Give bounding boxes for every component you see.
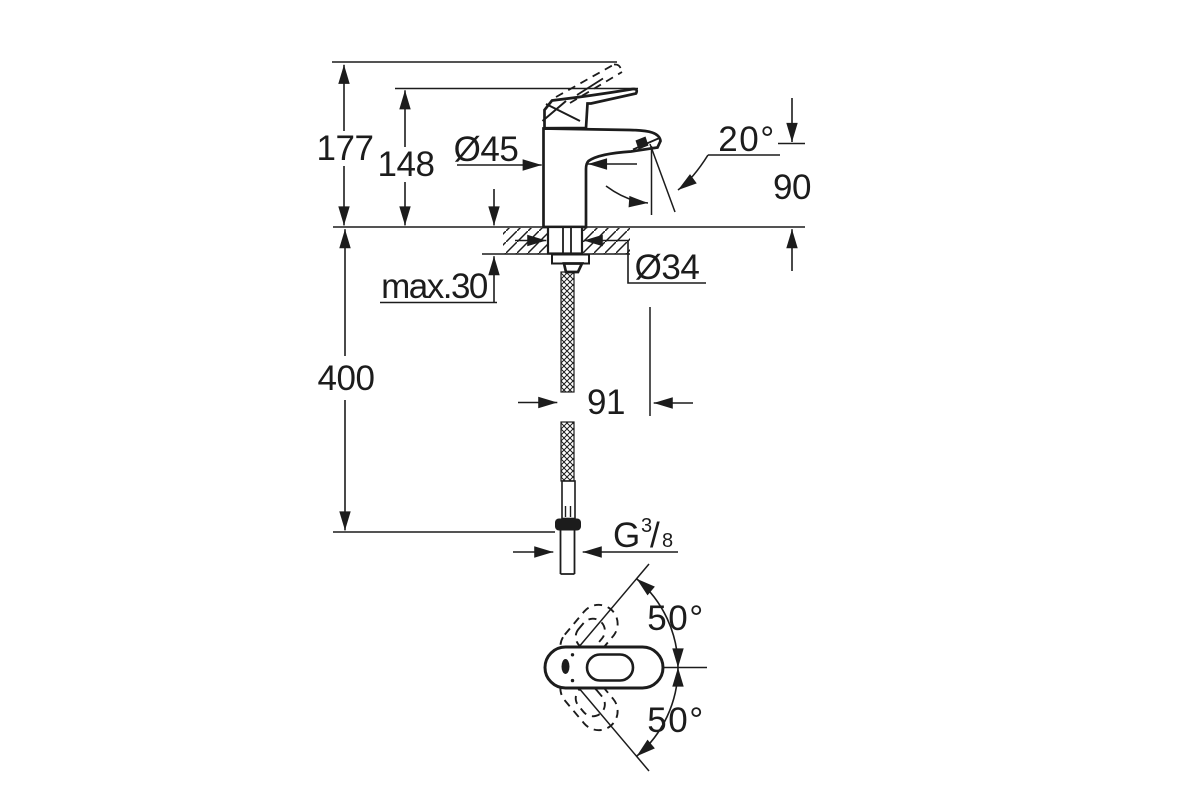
dim-spout-height: 90 (773, 98, 811, 271)
supply-hose (555, 271, 581, 575)
angle-arc-right (677, 154, 709, 191)
thread-label-prefix: G (613, 516, 640, 555)
centerline-dot-top (570, 653, 575, 657)
thread-label-numerator: 3 (641, 515, 652, 537)
dim-spout-reach: 91 (518, 307, 693, 422)
dim-label-max30: max.30 (381, 267, 488, 306)
handle-detail-lines (541, 100, 581, 122)
hose-sleeve-ticks (564, 506, 572, 517)
angle-arc-left (605, 185, 649, 208)
dim-label-20deg: 20° (718, 120, 775, 159)
hose-braid-lower (560, 421, 575, 482)
dim-label-50deg-upper: 50° (647, 599, 704, 638)
dim-label-d34: Ø34 (635, 248, 700, 287)
hose-nut (555, 518, 581, 531)
faucet-body-outline (542, 127, 662, 229)
hose-sleeve (561, 480, 576, 520)
handle-raised-ghost (555, 63, 623, 104)
dim-body-diameter: Ø45 (454, 130, 637, 171)
ghost-solid-segment (576, 77, 604, 96)
dim-thread-size: G 3 / 8 (513, 515, 678, 558)
shank-thread-lines (562, 228, 572, 253)
angle-ref-slant (649, 143, 676, 213)
handle-top-view (543, 645, 665, 690)
thread-label-denominator: 8 (662, 530, 673, 552)
shank-taper (562, 262, 585, 274)
dim-label-400: 400 (318, 359, 375, 398)
dim-swivel-angles: 50° 50° (577, 563, 707, 772)
swivel-arc-lower (636, 667, 684, 757)
dim-spout-top-height: 148 (378, 87, 638, 226)
hose-thread-tail (559, 530, 576, 575)
faucet-body (542, 127, 662, 229)
hose-braid-upper (560, 271, 575, 393)
label-leader (627, 240, 706, 284)
shank-body (546, 225, 584, 255)
ghost-tip (613, 63, 622, 72)
thread-label-slash: / (650, 516, 660, 555)
dim-aerator-angle: 20° (605, 120, 780, 215)
handle-top-inner (585, 653, 635, 682)
dim-deck-thickness: max.30 (380, 189, 500, 306)
faucet-handle (541, 63, 639, 130)
handle-indicator-dot (561, 659, 570, 674)
top-view: 50° 50° (543, 563, 707, 772)
swivel-ref-upper (577, 563, 650, 649)
front-view: 177 148 Ø45 20° 90 (317, 61, 811, 575)
dim-label-91: 91 (587, 383, 625, 422)
ghost-edge-bottom (569, 71, 623, 104)
dim-hose-length: 400 (318, 229, 555, 533)
centerline-dot-bottom (570, 678, 575, 683)
ghost-edge-top (555, 63, 615, 98)
dim-label-50deg-lower: 50° (647, 701, 704, 740)
aerator-outlet (635, 136, 649, 150)
dim-label-d45: Ø45 (454, 130, 519, 169)
dim-label-177: 177 (317, 129, 374, 168)
swivel-arc-upper (636, 578, 684, 668)
mounting-shank (546, 225, 590, 274)
dim-label-148: 148 (378, 145, 435, 184)
dim-overall-height: 177 (317, 61, 617, 226)
dim-shank-diameter: Ø34 (515, 234, 706, 287)
swivel-ref-lower (577, 686, 650, 772)
dim-label-90: 90 (773, 168, 811, 207)
